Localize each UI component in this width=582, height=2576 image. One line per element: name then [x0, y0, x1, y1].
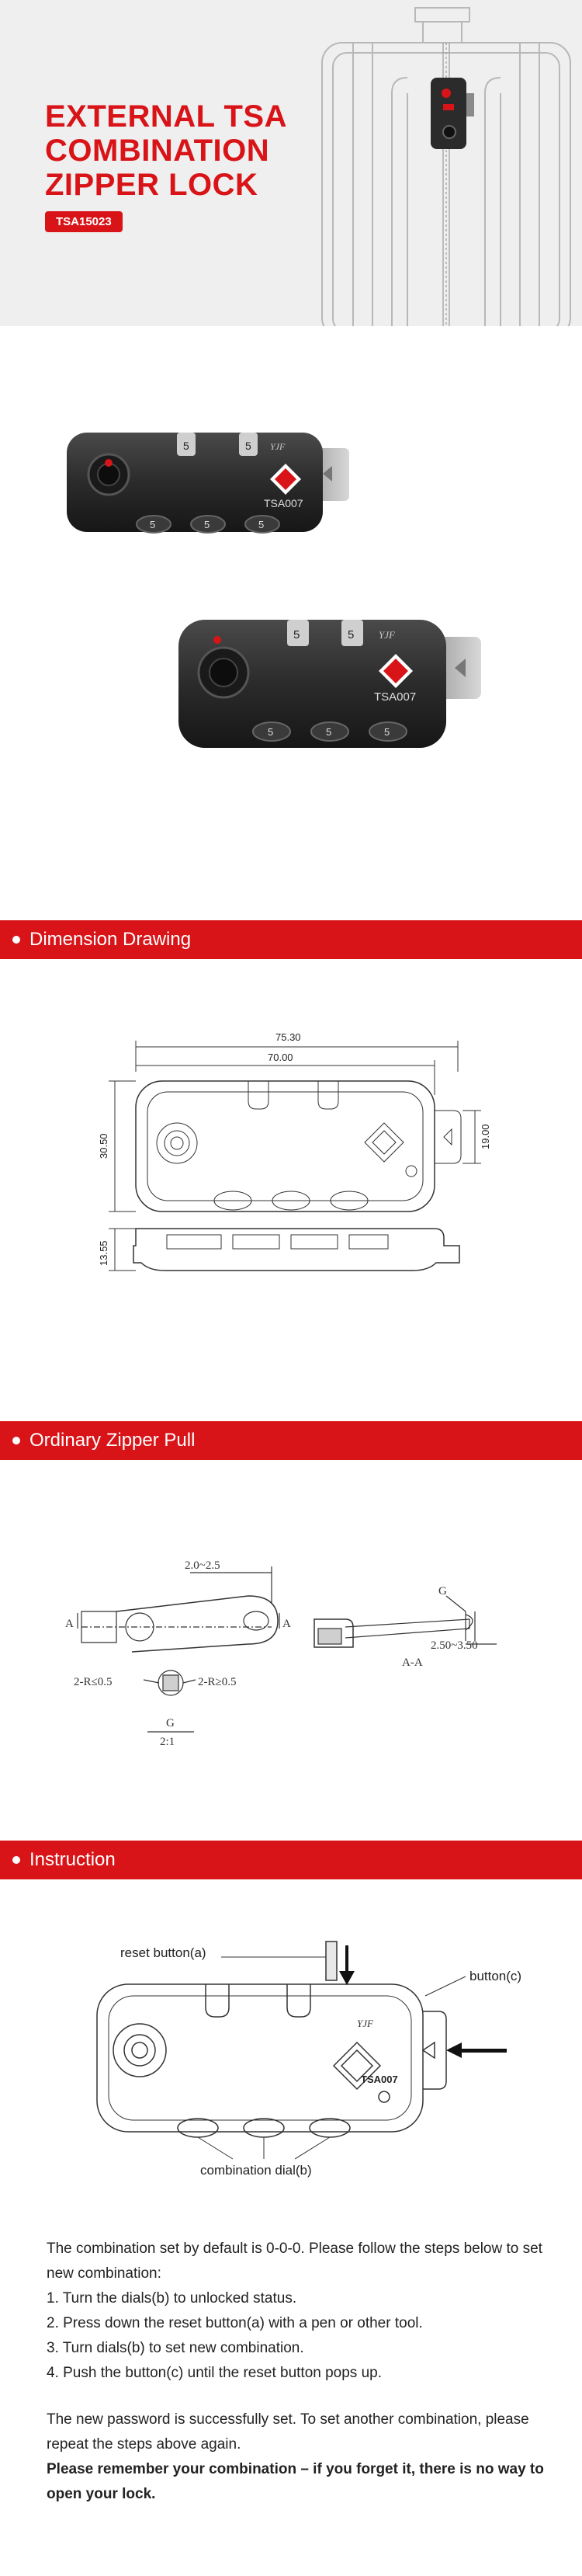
zipper-pull-drawing: 2.0~2.5 A A 2-R≤0.5 2-R≥0.5 G 2:1 G 2.50…	[65, 1559, 497, 1748]
dim-button-height: 19.00	[480, 1124, 491, 1149]
dim-thickness: 13.55	[98, 1240, 109, 1266]
instruction-step-1: 1. Turn the dials(b) to unlocked status.	[47, 2290, 297, 2307]
hero-title-line-1: EXTERNAL TSA	[45, 99, 287, 134]
zipper-thickness-range: 2.50~3.50	[431, 1639, 478, 1652]
dimension-drawing: 75.30 70.00 30.50 19.00 13.55	[98, 1031, 491, 1271]
tsa-diamond-icon	[270, 464, 301, 495]
product-photo-front: 5 5 YJF TSA007 5 5 5	[67, 433, 349, 534]
brand-mark: YJF	[270, 441, 286, 452]
label-combination-dial: combination dial(b)	[200, 2163, 312, 2178]
dial-top-digit-1: 5	[183, 440, 189, 452]
model-mark: TSA007	[264, 497, 303, 509]
label-button-c: button(c)	[469, 1969, 521, 1983]
hero-title: EXTERNAL TSA COMBINATION ZIPPER LOCK	[45, 99, 301, 202]
dial-bottom-digit-6: 5	[384, 726, 390, 738]
suitcase-line-illustration	[321, 7, 571, 326]
section-title-instruction: Instruction	[29, 1849, 116, 1870]
instruction-warning: Please remember your combination – if yo…	[47, 2461, 544, 2502]
hero-banner: EXTERNAL TSA COMBINATION ZIPPER LOCK TSA…	[0, 0, 582, 326]
zipper-section-aa: A-A	[402, 1656, 423, 1669]
zipper-radius-left: 2-R≤0.5	[74, 1676, 112, 1688]
product-photo-angled: 5 5 YJF TSA007 5 5 5	[178, 620, 481, 748]
tsa-diamond-icon-2	[379, 654, 413, 688]
instruction-brand-mark: YJF	[357, 2018, 374, 2029]
zipper-scale: 2:1	[160, 1736, 175, 1748]
instruction-step-3: 3. Turn dials(b) to set new combination.	[47, 2340, 304, 2356]
brand-mark-2: YJF	[379, 629, 396, 641]
spacer	[47, 2386, 559, 2407]
section-title-zipper: Ordinary Zipper Pull	[29, 1430, 196, 1451]
dial-top-digit-4: 5	[348, 628, 354, 641]
dim-body-length: 70.00	[268, 1052, 293, 1063]
instruction-intro: The combination set by default is 0-0-0.…	[47, 2241, 542, 2282]
instruction-model-mark: TSA007	[361, 2074, 398, 2085]
zipper-label-g: G	[438, 1585, 447, 1597]
instruction-step-2: 2. Press down the reset button(a) with a…	[47, 2315, 423, 2331]
section-header-instruction: Instruction	[0, 1841, 582, 1879]
section-title-dimension: Dimension Drawing	[29, 929, 192, 950]
bullet-dot	[12, 1437, 20, 1444]
dial-top-digit-2: 5	[245, 440, 251, 452]
dim-overall-length: 75.30	[275, 1031, 301, 1043]
instruction-text: The combination set by default is 0-0-0.…	[47, 2237, 559, 2507]
dial-bottom-digit-5: 5	[326, 726, 331, 738]
zipper-label-a-left: A	[65, 1618, 74, 1630]
hero-title-line-2: COMBINATION	[45, 134, 270, 168]
dial-bottom-digit-4: 5	[268, 726, 273, 738]
model-mark-2: TSA007	[374, 690, 416, 704]
instruction-drawing: TSA007 YJF reset button(a) button(c) com…	[96, 1941, 521, 2178]
dial-top-digit-3: 5	[293, 628, 300, 641]
section-header-dimension: Dimension Drawing	[0, 920, 582, 959]
dim-height: 30.50	[98, 1133, 109, 1159]
hero-title-line-3: ZIPPER LOCK	[45, 168, 258, 202]
zipper-detail-g: G	[166, 1717, 175, 1730]
zipper-radius-right: 2-R≥0.5	[198, 1676, 236, 1688]
dial-bottom-digit-3: 5	[258, 519, 264, 530]
instruction-step-4: 4. Push the button(c) until the reset bu…	[47, 2365, 382, 2381]
bullet-dot	[12, 1856, 20, 1864]
label-reset-button: reset button(a)	[120, 1945, 206, 1960]
dial-bottom-digit-2: 5	[204, 519, 210, 530]
dial-bottom-digit-1: 5	[150, 519, 155, 530]
section-header-zipper: Ordinary Zipper Pull	[0, 1421, 582, 1460]
zipper-width-range: 2.0~2.5	[185, 1559, 220, 1572]
hero-lock-icon	[431, 78, 474, 149]
instruction-success: The new password is successfully set. To…	[47, 2411, 529, 2453]
bullet-dot	[12, 936, 20, 944]
model-badge: TSA15023	[45, 211, 123, 232]
zipper-label-a-right: A	[282, 1618, 291, 1630]
